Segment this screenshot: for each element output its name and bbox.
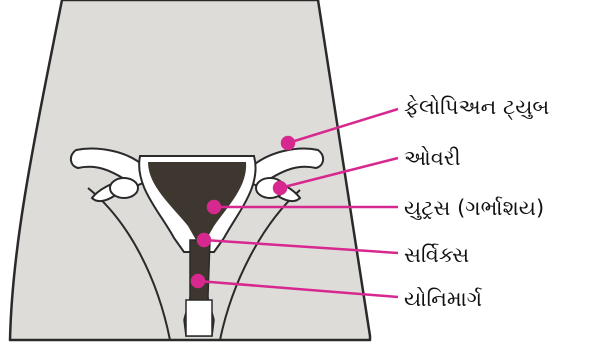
- label-ovary: ઓવરી: [404, 146, 461, 170]
- label-fallopian-tube: ફેલોપિઅન ટ્યુબ: [404, 95, 549, 120]
- vagina-dot: [192, 275, 204, 287]
- ovary-dot: [274, 182, 286, 194]
- label-uterus: યુટ્રસ (ગર્ભાશય): [404, 196, 544, 221]
- label-cervix: સર્વિક્સ: [404, 243, 469, 267]
- label-vagina: યોનિમાર્ગ: [404, 287, 482, 311]
- uterus-dot: [208, 201, 220, 213]
- left-ovary: [110, 178, 138, 198]
- vaginal-opening: [186, 300, 212, 336]
- cervix-dot: [198, 234, 210, 246]
- fallopian-tube-dot: [282, 137, 294, 149]
